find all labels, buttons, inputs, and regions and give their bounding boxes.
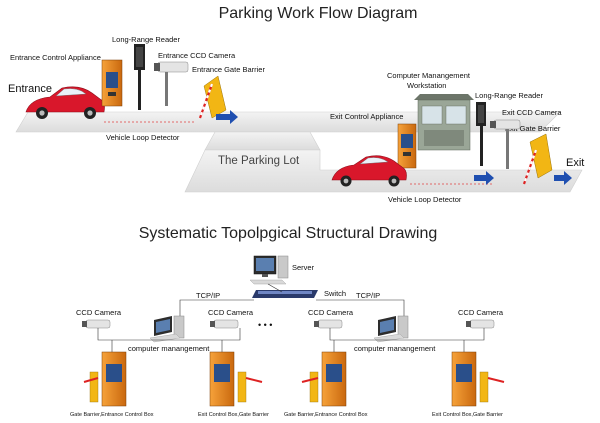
ccd-label-1: CCD Camera <box>76 308 122 317</box>
workstation-label-2: Workstation <box>407 81 446 90</box>
network-line-right <box>316 299 405 320</box>
entrance-control-appliance <box>101 59 123 107</box>
exit-box-group-2 <box>209 351 263 407</box>
box-label-1: Gate Barrier,Entrance Control Box <box>70 412 154 418</box>
ellipsis: • • • <box>258 320 272 330</box>
exit-ccd-label: Exit CCD Camera <box>502 108 562 117</box>
long-range-reader-1 <box>134 44 145 110</box>
switch-label: Switch <box>324 289 346 298</box>
exit-control-label: Exit Control Appliance <box>330 112 403 121</box>
exit-box-group-4 <box>451 351 505 407</box>
loop-detector-label-2: Vehicle Loop Detector <box>388 195 462 204</box>
entrance-box-group-1 <box>83 351 127 407</box>
entrance-arrow <box>216 110 238 124</box>
ccd-label-4: CCD Camera <box>458 308 504 317</box>
entrance-ccd-camera <box>154 61 189 106</box>
long-range-reader-label-1: Long-Range Reader <box>112 35 180 44</box>
network-line-left <box>179 299 254 320</box>
server-computer <box>249 255 289 285</box>
box-label-4: Exit Control Box,Gate Barrier <box>432 412 503 418</box>
entrance-box-group-3 <box>301 351 347 407</box>
exit-label: Exit <box>566 157 584 169</box>
entrance-car <box>25 86 105 119</box>
ccd-label-2: CCD Camera <box>208 308 254 317</box>
exit-arrow-2 <box>554 171 572 185</box>
management-label-right: computer manangement <box>354 344 436 353</box>
exit-arrow-1 <box>474 171 494 185</box>
loop-detector-label-1: Vehicle Loop Detector <box>106 133 180 142</box>
entrance-gate-barrier <box>198 75 227 119</box>
management-computer-right <box>373 315 409 343</box>
parking-lot-label: The Parking Lot <box>218 155 300 167</box>
tcpip-label-right: TCP/IP <box>356 291 380 300</box>
entrance-barrier-label: Entrance Gate Barrier <box>192 65 265 74</box>
ccd-camera-2 <box>210 319 239 329</box>
long-range-reader-label-2: Long-Range Reader <box>475 91 543 100</box>
parking-lot-area <box>204 131 321 151</box>
ccd-camera-4 <box>466 319 495 329</box>
wire-left-group <box>97 328 241 341</box>
entrance-control-label: Entrance Control Appliance <box>10 53 101 62</box>
topology-title: Systematic Topolpgical Structural Drawin… <box>139 225 438 242</box>
box-label-3: Gate Barrier,Entrance Control Box <box>284 412 368 418</box>
entrance-label: Entrance <box>8 83 52 95</box>
exit-barrier-label: Exit Gate Barrier <box>505 124 561 133</box>
ccd-camera-3 <box>314 319 343 329</box>
exit-gate-barrier <box>522 133 553 185</box>
workflow-title: Parking Work Flow Diagram <box>219 5 418 22</box>
exit-car <box>331 155 407 187</box>
exit-control-appliance <box>397 123 417 169</box>
network-switch <box>252 290 318 298</box>
server-switch-link <box>267 283 283 293</box>
ccd-label-3: CCD Camera <box>308 308 354 317</box>
ccd-camera-1 <box>82 319 111 329</box>
wire-right-group <box>329 328 485 341</box>
server-label: Server <box>292 263 315 272</box>
box-label-2: Exit Control Box,Gate Barrier <box>198 412 269 418</box>
long-range-reader-2 <box>476 102 486 166</box>
management-computer-left <box>149 315 185 343</box>
entrance-ccd-label: Entrance CCD Camera <box>158 51 236 60</box>
tcpip-label-left: TCP/IP <box>196 291 220 300</box>
workstation-label-1: Computer Manangement <box>387 71 471 80</box>
management-booth <box>414 94 474 151</box>
management-label-left: computer manangement <box>128 344 210 353</box>
exit-ccd-camera <box>490 119 521 169</box>
